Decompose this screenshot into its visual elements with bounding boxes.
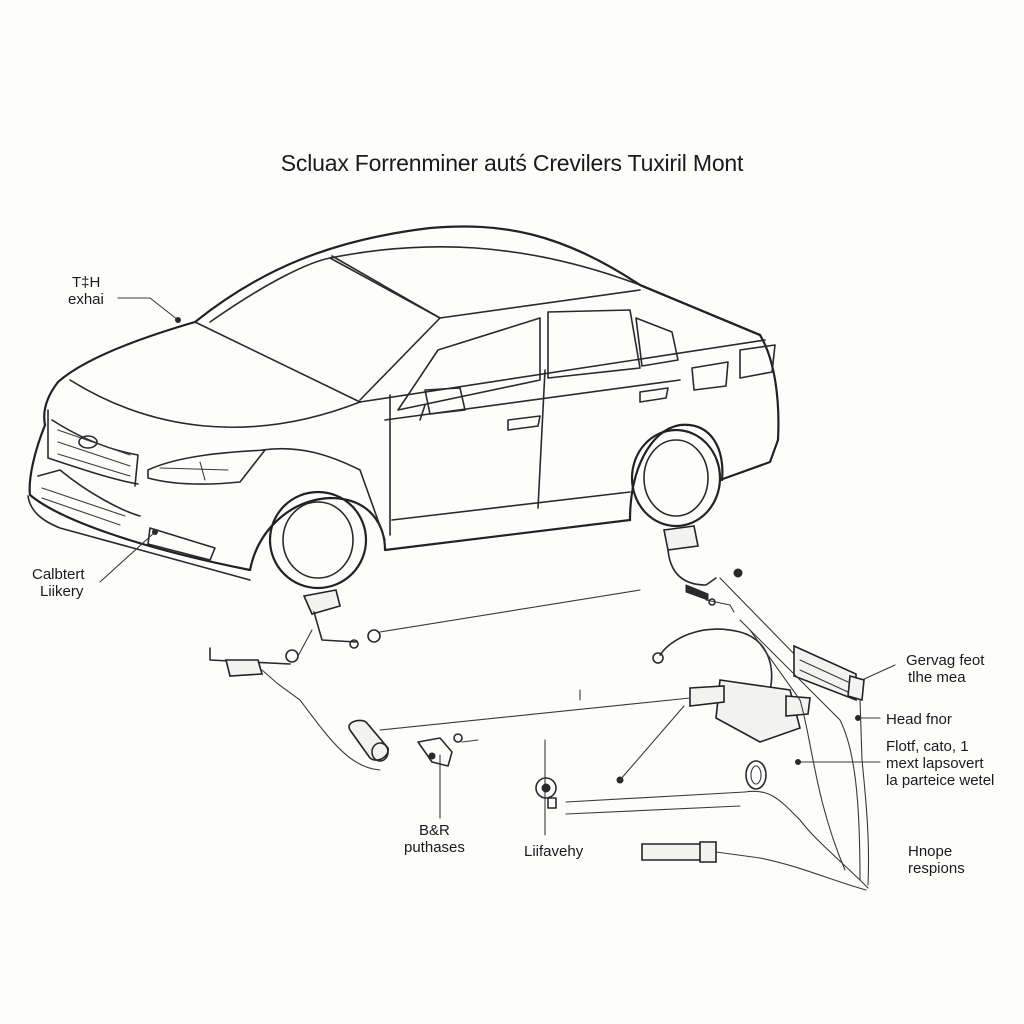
label-bottom-center: Liifavehy	[524, 843, 584, 860]
label-top-left: T‡H exhai	[68, 274, 104, 308]
label-bottom-center-left: B&R puthases	[404, 822, 465, 856]
rear-wheel	[630, 428, 722, 528]
front-wheel	[268, 490, 368, 590]
diagram-title: Scluax Forrenminer autś Crevilers Tuxiri…	[280, 150, 744, 176]
label-right-4: Hnope respions	[908, 843, 965, 877]
label-right-1: Gervag feot tlhe mea	[906, 652, 985, 686]
exploded-components	[209, 525, 870, 891]
car-body	[27, 225, 780, 590]
label-right-3: Flotf, cato, 1 mext lapsovert la parteic…	[886, 738, 995, 789]
label-right-2: Head fnor	[886, 711, 952, 728]
label-left: Calbtert Liikery	[32, 566, 85, 600]
